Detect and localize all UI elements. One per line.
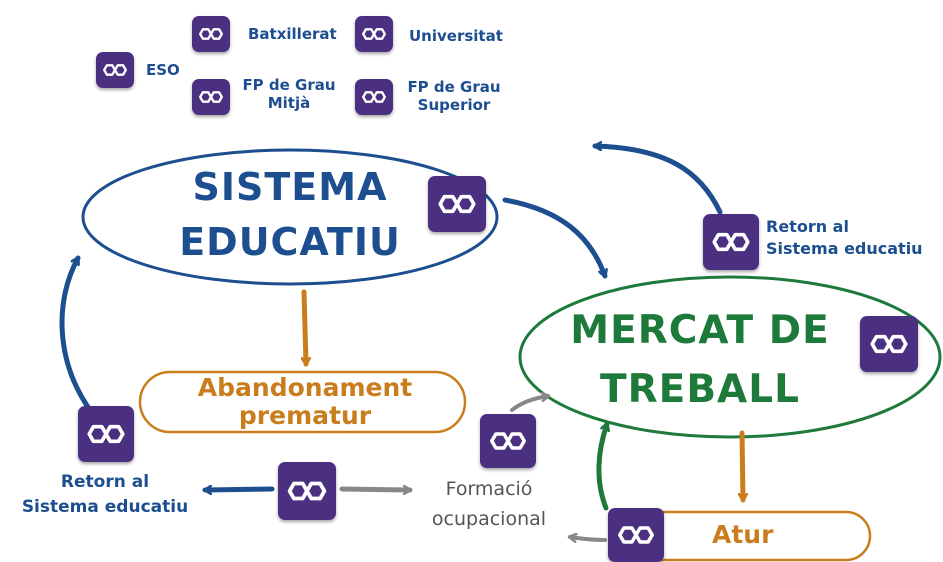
formacio-label: Formació ocupacional — [431, 478, 547, 531]
arrow-sistema-to-mercat — [502, 197, 605, 279]
arrow-formacio-to-mercat — [510, 396, 548, 412]
arrow-sistema-to-abandonament — [304, 289, 306, 367]
abandonament-label: Abandonament prematur — [197, 373, 413, 430]
sistema-educatiu-title: SISTEMA EDUCATIU — [179, 165, 401, 265]
hexagon-molecule-icon — [192, 79, 230, 115]
retorn-left-label: Retorn al Sistema educatiu — [21, 472, 189, 517]
hexagon-molecule-icon — [428, 176, 486, 232]
arrow-retorn-right-up — [592, 146, 723, 215]
hexagon-molecule-icon — [96, 52, 134, 88]
arrow-to-retorn-left — [202, 489, 275, 490]
hexagon-molecule-icon — [355, 16, 393, 52]
atur-label: Atur — [712, 520, 774, 549]
level-universitat: Universitat — [409, 27, 503, 45]
arrow-atur-to-mercat — [596, 421, 607, 511]
arrow-retorn-left-up — [59, 255, 93, 413]
hexagon-molecule-icon — [355, 79, 393, 115]
retorn-right-label: Retorn al Sistema educatiu — [766, 217, 923, 259]
hexagon-molecule-icon — [703, 214, 759, 270]
arrow-mercat-to-atur — [742, 430, 743, 503]
level-fp-mitja: FP de Grau Mitjà — [242, 76, 336, 112]
abandonament-pill — [138, 370, 467, 434]
level-fp-superior: FP de Grau Superior — [407, 78, 501, 114]
level-batxillerat: Batxillerat — [248, 25, 337, 43]
arrow-to-formacio — [339, 489, 413, 490]
hexagon-molecule-icon — [480, 414, 536, 468]
level-eso: ESO — [146, 61, 180, 79]
hexagon-molecule-icon — [192, 16, 230, 52]
mercat-treball-title: MERCAT DE TREBALL — [570, 308, 830, 412]
hexagon-molecule-icon — [78, 406, 134, 462]
hexagon-molecule-icon — [860, 316, 918, 372]
arrow-atur-to-formacio — [570, 537, 607, 540]
mercat-treball-ellipse — [518, 275, 942, 439]
sistema-educatiu-ellipse — [81, 148, 499, 286]
hexagon-molecule-icon — [278, 462, 336, 520]
hexagon-molecule-icon — [608, 508, 664, 562]
